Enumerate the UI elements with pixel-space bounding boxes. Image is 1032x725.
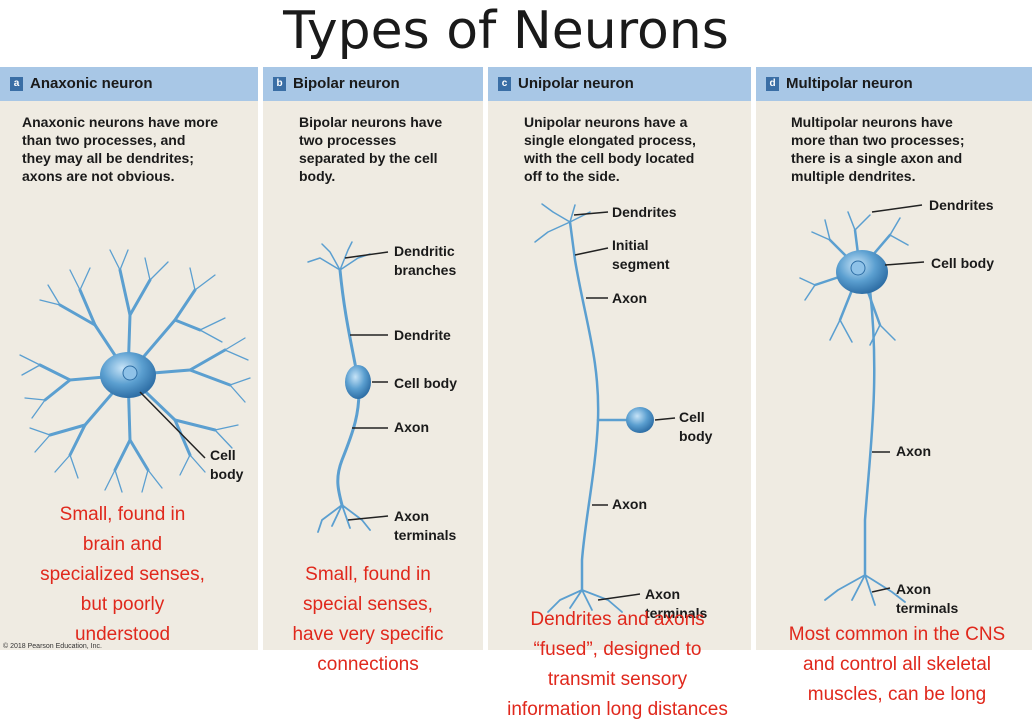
panel-header: a Anaxonic neuron xyxy=(0,67,258,101)
panel-title: Bipolar neuron xyxy=(293,75,400,92)
unipolar-cell-body-icon xyxy=(626,407,654,433)
copyright-text: © 2018 Pearson Education, Inc. xyxy=(3,643,102,650)
label-axon: Axon xyxy=(612,290,647,306)
bipolar-cell-body-icon xyxy=(345,365,371,399)
label-cell-body: Cell body xyxy=(931,255,995,271)
panel-description: Unipolar neurons have a single elongated… xyxy=(524,114,696,184)
label-cell-body: Cell body xyxy=(394,375,458,391)
annotation-unipolar: Dendrites and axons “fused”, designed to… xyxy=(507,609,728,720)
multipolar-neuron-icon xyxy=(799,211,909,606)
panel-title: Unipolar neuron xyxy=(518,75,634,92)
label-cell-body: Cell body xyxy=(210,447,244,482)
label-axon: Axon xyxy=(394,419,429,435)
bipolar-neuron-icon xyxy=(307,241,371,533)
unipolar-neuron-icon xyxy=(534,203,632,613)
panel-header: c Unipolar neuron xyxy=(488,67,751,101)
label-dendritic-branches: Dendritic branches xyxy=(394,243,457,278)
label-axon-terminals: Axon terminals xyxy=(645,586,708,621)
annotation-anaxonic: Small, found in brain and specialized se… xyxy=(40,504,205,645)
panel-unipolar: c Unipolar neuron Unipolar neurons have … xyxy=(488,67,751,650)
panel-bipolar: b Bipolar neuron Bipolar neurons have tw… xyxy=(263,67,483,650)
label-dendrite: Dendrite xyxy=(394,327,451,343)
annotation-bipolar: Small, found in special senses, have ver… xyxy=(292,564,444,675)
panel-multipolar: d Multipolar neuron Multipolar neurons h… xyxy=(756,67,1032,650)
label-dendrites: Dendrites xyxy=(612,204,677,220)
label-dendrites: Dendrites xyxy=(929,197,994,213)
label-axon-terminals: Axon terminals xyxy=(896,581,959,616)
panel-letter: b xyxy=(273,77,286,91)
label-axon: Axon xyxy=(612,496,647,512)
panel-title: Multipolar neuron xyxy=(786,75,913,92)
panel-header: d Multipolar neuron xyxy=(756,67,1032,101)
label-cell-body: Cell body xyxy=(679,409,713,444)
label-initial-segment: Initial segment xyxy=(612,237,670,272)
panel-letter: c xyxy=(498,77,511,91)
panel-description: Bipolar neurons have two processes separ… xyxy=(299,114,443,184)
panel-description: Anaxonic neurons have more than two proc… xyxy=(22,114,219,184)
page-title: Types of Neurons xyxy=(283,1,729,61)
panel-description: Multipolar neurons have more than two pr… xyxy=(791,114,965,184)
annotation-multipolar: Most common in the CNS and control all s… xyxy=(788,624,1006,705)
panel-letter: a xyxy=(10,77,23,91)
panel-title: Anaxonic neuron xyxy=(30,75,153,92)
label-axon: Axon xyxy=(896,443,931,459)
panel-letter: d xyxy=(766,77,779,91)
panel-header: b Bipolar neuron xyxy=(263,67,483,101)
label-axon-terminals: Axon terminals xyxy=(394,508,457,543)
